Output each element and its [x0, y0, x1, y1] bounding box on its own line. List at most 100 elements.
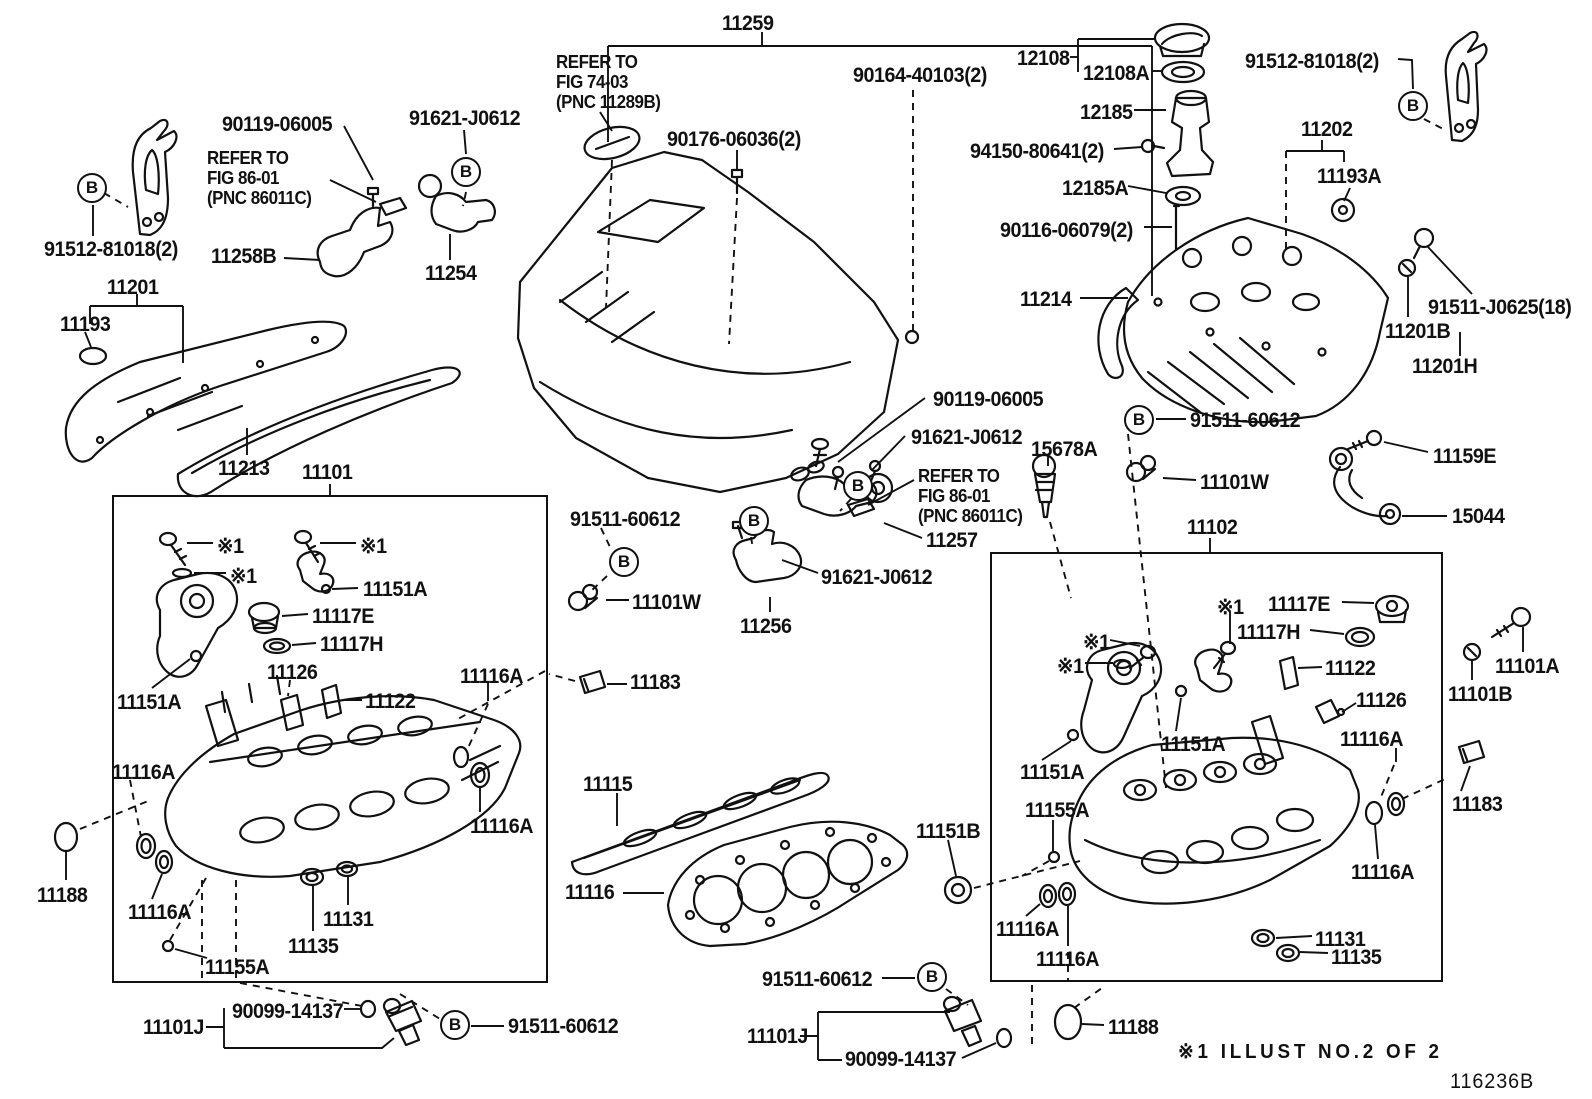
part-label-91511-J0625: 91511-J0625(18)	[1428, 296, 1572, 319]
dashed-leader-line	[839, 498, 852, 512]
part-label-91621-J0612-mid: 91621-J0612	[911, 426, 1023, 449]
part-label-11115: 11115	[583, 773, 633, 796]
part-label-11116A-left-c: 11116A	[470, 815, 534, 838]
leader-line	[1041, 740, 1072, 761]
part-label-11254: 11254	[425, 262, 477, 285]
detail-marker-b: B	[1398, 91, 1428, 121]
part-label-mark1-right-c: ※1	[1057, 655, 1084, 678]
dashed-leader-line	[600, 527, 611, 548]
part-label-11155A-right: 11155A	[1025, 799, 1090, 822]
leader-line	[599, 111, 613, 132]
part-label-11117H-right: 11117H	[1237, 621, 1301, 644]
part-label-11117H-left: 11117H	[320, 633, 384, 656]
part-label-refer-fig-86-01-top: REFER TO FIG 86-01 (PNC 86011C)	[207, 148, 312, 209]
part-label-11135-right: 11135	[1331, 946, 1382, 969]
bracket-11257-drawing	[790, 460, 894, 518]
leader-line	[1427, 246, 1473, 295]
part-label-11159E: 11159E	[1433, 445, 1497, 468]
part-label-90119-06005-top: 90119-06005	[222, 113, 333, 136]
part-label-11101A: 11101A	[1495, 655, 1560, 678]
part-label-11151A-left-top: 11151A	[363, 578, 428, 601]
part-label-11151B: 11151B	[916, 820, 981, 843]
part-label-11116A-right-a: 11116A	[996, 918, 1060, 941]
leader-line	[1460, 765, 1471, 792]
part-label-11116A-right-c: 11116A	[1351, 861, 1415, 884]
part-label-mark1-left-a: ※1	[217, 535, 244, 558]
part-label-11213: 11213	[218, 457, 270, 480]
part-label-11126-left: 11126	[267, 661, 318, 684]
part-label-11188-left: 11188	[37, 884, 88, 907]
leader-line	[1081, 1023, 1105, 1026]
part-label-91511-60612-right-top: 91511-60612	[1190, 409, 1301, 432]
part-label-12185A: 12185A	[1062, 177, 1129, 200]
part-label-footnote-illust: ※1 ILLUST NO.2 OF 2	[1178, 1041, 1443, 1063]
part-label-90119-06005-mid: 90119-06005	[933, 388, 1044, 411]
dashed-leader-line	[1380, 764, 1395, 798]
dashed-leader-line	[1021, 860, 1050, 877]
leader-line	[151, 658, 191, 689]
part-label-94150-80641: 94150-80641(2)	[970, 140, 1104, 163]
leader-line	[1297, 666, 1323, 669]
part-label-11256: 11256	[740, 615, 792, 638]
part-label-11131-right: 11131	[1315, 928, 1366, 951]
leader-line	[1341, 702, 1357, 713]
part-label-mark1-left-b: ※1	[360, 535, 387, 558]
oval-11188-right-drawing	[1053, 1003, 1083, 1041]
dashed-leader-line	[103, 192, 129, 208]
leader-line	[84, 331, 92, 348]
head-gasket-11116-drawing	[666, 820, 909, 948]
leader-line	[151, 873, 163, 900]
leader-line	[1109, 639, 1141, 647]
leader-line	[947, 839, 957, 877]
part-label-11259: 11259	[722, 12, 774, 35]
leader-line	[883, 522, 923, 539]
dashed-leader-line	[750, 536, 754, 550]
leader-line	[463, 129, 467, 155]
leader-line	[1299, 951, 1329, 954]
part-label-11101B: 11101B	[1448, 683, 1513, 706]
dashed-leader-line	[129, 779, 142, 838]
leader-line	[1162, 477, 1197, 481]
part-label-15678A: 15678A	[1031, 438, 1098, 461]
part-label-11122-left: 11122	[365, 690, 416, 713]
oil-filler-cap-drawing	[1153, 22, 1211, 84]
leader-line	[343, 125, 374, 181]
leader-line	[1383, 441, 1429, 453]
part-label-11122-right: 11122	[1325, 657, 1376, 680]
detail-marker-b: B	[843, 471, 873, 501]
part-label-91621-J0612-top: 91621-J0612	[409, 107, 521, 130]
part-label-11193A: 11193A	[1317, 165, 1382, 188]
sensor-15678A-drawing	[1031, 453, 1057, 519]
leader-line	[1374, 824, 1379, 860]
part-label-11126-right: 11126	[1356, 689, 1407, 712]
right-valve-cover-drawing	[1097, 197, 1435, 424]
dashed-leader-line	[457, 670, 546, 720]
leader-line	[867, 479, 915, 506]
oil-filler-tube-drawing	[1140, 89, 1215, 252]
dashed-leader-line	[1423, 118, 1448, 132]
detail-marker-b: B	[739, 506, 769, 536]
injector-left-drawing	[359, 997, 423, 1047]
part-label-refer-fig-86-01-mid: REFER TO FIG 86-01 (PNC 86011C)	[918, 466, 1023, 527]
part-label-91511-60612-left: 91511-60612	[570, 508, 681, 531]
part-label-11116A-left-a: 11116A	[112, 761, 176, 784]
engine-cover-drawing	[516, 125, 920, 494]
part-label-refer-fig-74-03: REFER TO FIG 74-03 (PNC 11289B)	[556, 52, 661, 113]
part-label-11257: 11257	[926, 529, 978, 552]
leader-line	[1341, 601, 1375, 604]
part-label-11214: 11214	[1020, 288, 1072, 311]
leader-line	[329, 179, 377, 203]
part-label-91511-60612-bottom-left: 91511-60612	[508, 1015, 619, 1038]
part-label-11101W-left: 11101W	[632, 591, 701, 614]
pipe-15044-drawing	[1328, 429, 1402, 526]
part-label-11116A-right-outer: 11116A	[1340, 728, 1404, 751]
part-label-11101W-right: 11101W	[1200, 471, 1269, 494]
hook-bracket-left-drawing	[131, 118, 178, 237]
dashed-leader-line	[462, 191, 467, 207]
part-label-mark1-right-a: ※1	[1217, 596, 1244, 619]
part-label-11135-left: 11135	[288, 935, 339, 958]
detail-marker-b: B	[917, 962, 947, 992]
part-label-90116-06079: 90116-06079(2)	[1000, 219, 1133, 242]
right-cylinder-head-drawing	[1068, 736, 1360, 905]
